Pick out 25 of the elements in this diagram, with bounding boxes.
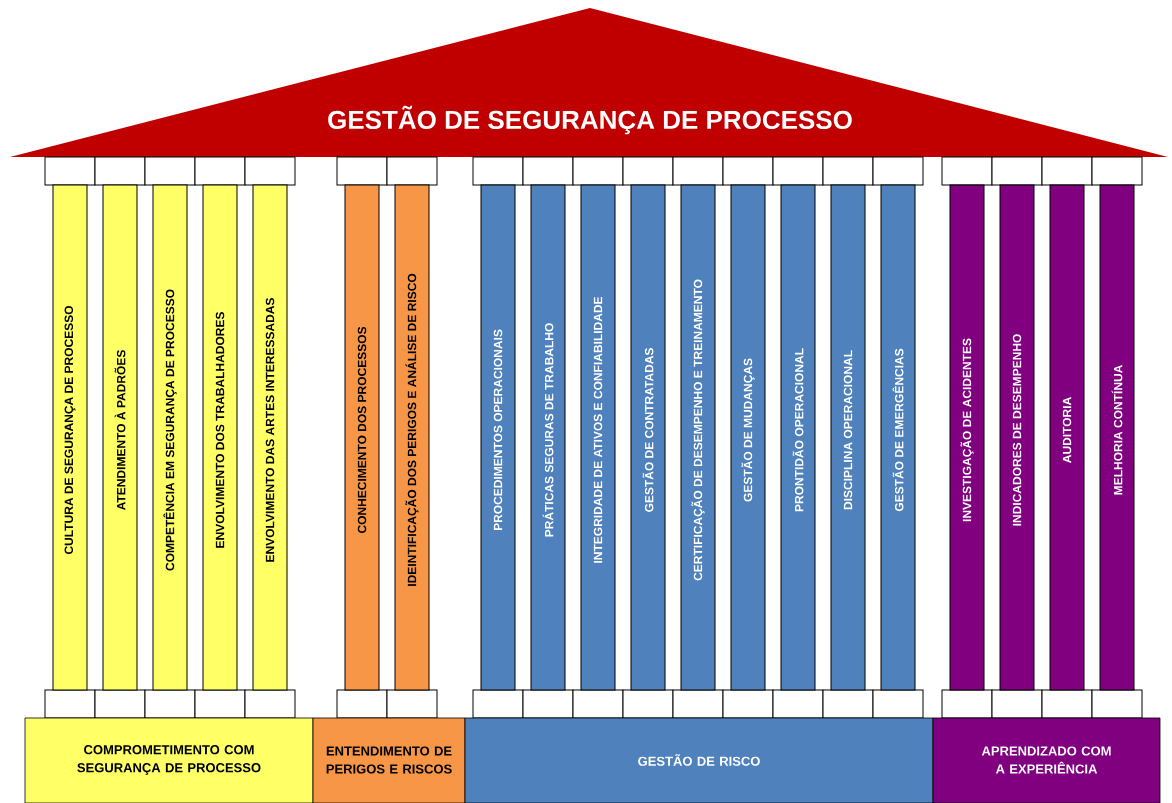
roof-triangle: GESTÃO DE SEGURANÇA DE PROCESSO xyxy=(10,8,1168,157)
foundation-block: COMPROMETIMENTO COM SEGURANÇA DE PROCESSO xyxy=(24,717,314,803)
pillar: CONHECIMENTO DOS PROCESSOS xyxy=(344,184,380,691)
pillar: GESTÃO DE EMERGÊNCIAS xyxy=(880,184,916,691)
foundation-block: GESTÃO DE RISCO xyxy=(464,717,934,803)
pillar: AUDITORIA xyxy=(1049,184,1085,691)
pillar: PRONTIDÃO OPERACIONAL xyxy=(780,184,816,691)
pillar: INDICADORES DE DESEMPENHO xyxy=(999,184,1035,691)
pillar: ENVOLVIMENTO DAS ARTES INTERESSADAS xyxy=(252,184,288,691)
pillar: CERTIFICAÇÃO DE DESEMPENHO E TREINAMENTO xyxy=(680,184,716,691)
pillar: DISCIPLINA OPERACIONAL xyxy=(830,184,866,691)
pillar: ENVOLVIMENTO DOS TRABALHADORES xyxy=(202,184,238,691)
pillar: GESTÃO DE MUDANÇAS xyxy=(730,184,766,691)
pillar: PROCEDIMENTOS OPERACIONAIS xyxy=(480,184,516,691)
pillar: ATENDIMENTO À PADRÕES xyxy=(102,184,138,691)
pillar: PRÁTICAS SEGURAS DE TRABALHO xyxy=(530,184,566,691)
pillar: CULTURA DE SEGURANÇA DE PROCESSO xyxy=(52,184,88,691)
pillar: MELHORIA CONTÍNUA xyxy=(1099,184,1135,691)
pillar: COMPETÊNCIA EM SEGURANÇA DE PROCESSO xyxy=(152,184,188,691)
pillar: IDEINTIFICAÇÃO DOS PERIGOS E ANÁLISE DE RISCO xyxy=(394,184,430,691)
foundation-block: APRENDIZADO COM A EXPERIÊNCIA xyxy=(932,717,1161,803)
pillar: INVESTIGAÇÃO DE ACIDENTES xyxy=(949,184,985,691)
foundation-block: ENTENDIMENTO DE PERIGOS E RISCOS xyxy=(312,717,466,803)
pillar: GESTÃO DE CONTRATADAS xyxy=(630,184,666,691)
pillar: INTEGRIDADE DE ATIVOS E CONFIABILIDADE xyxy=(580,184,616,691)
